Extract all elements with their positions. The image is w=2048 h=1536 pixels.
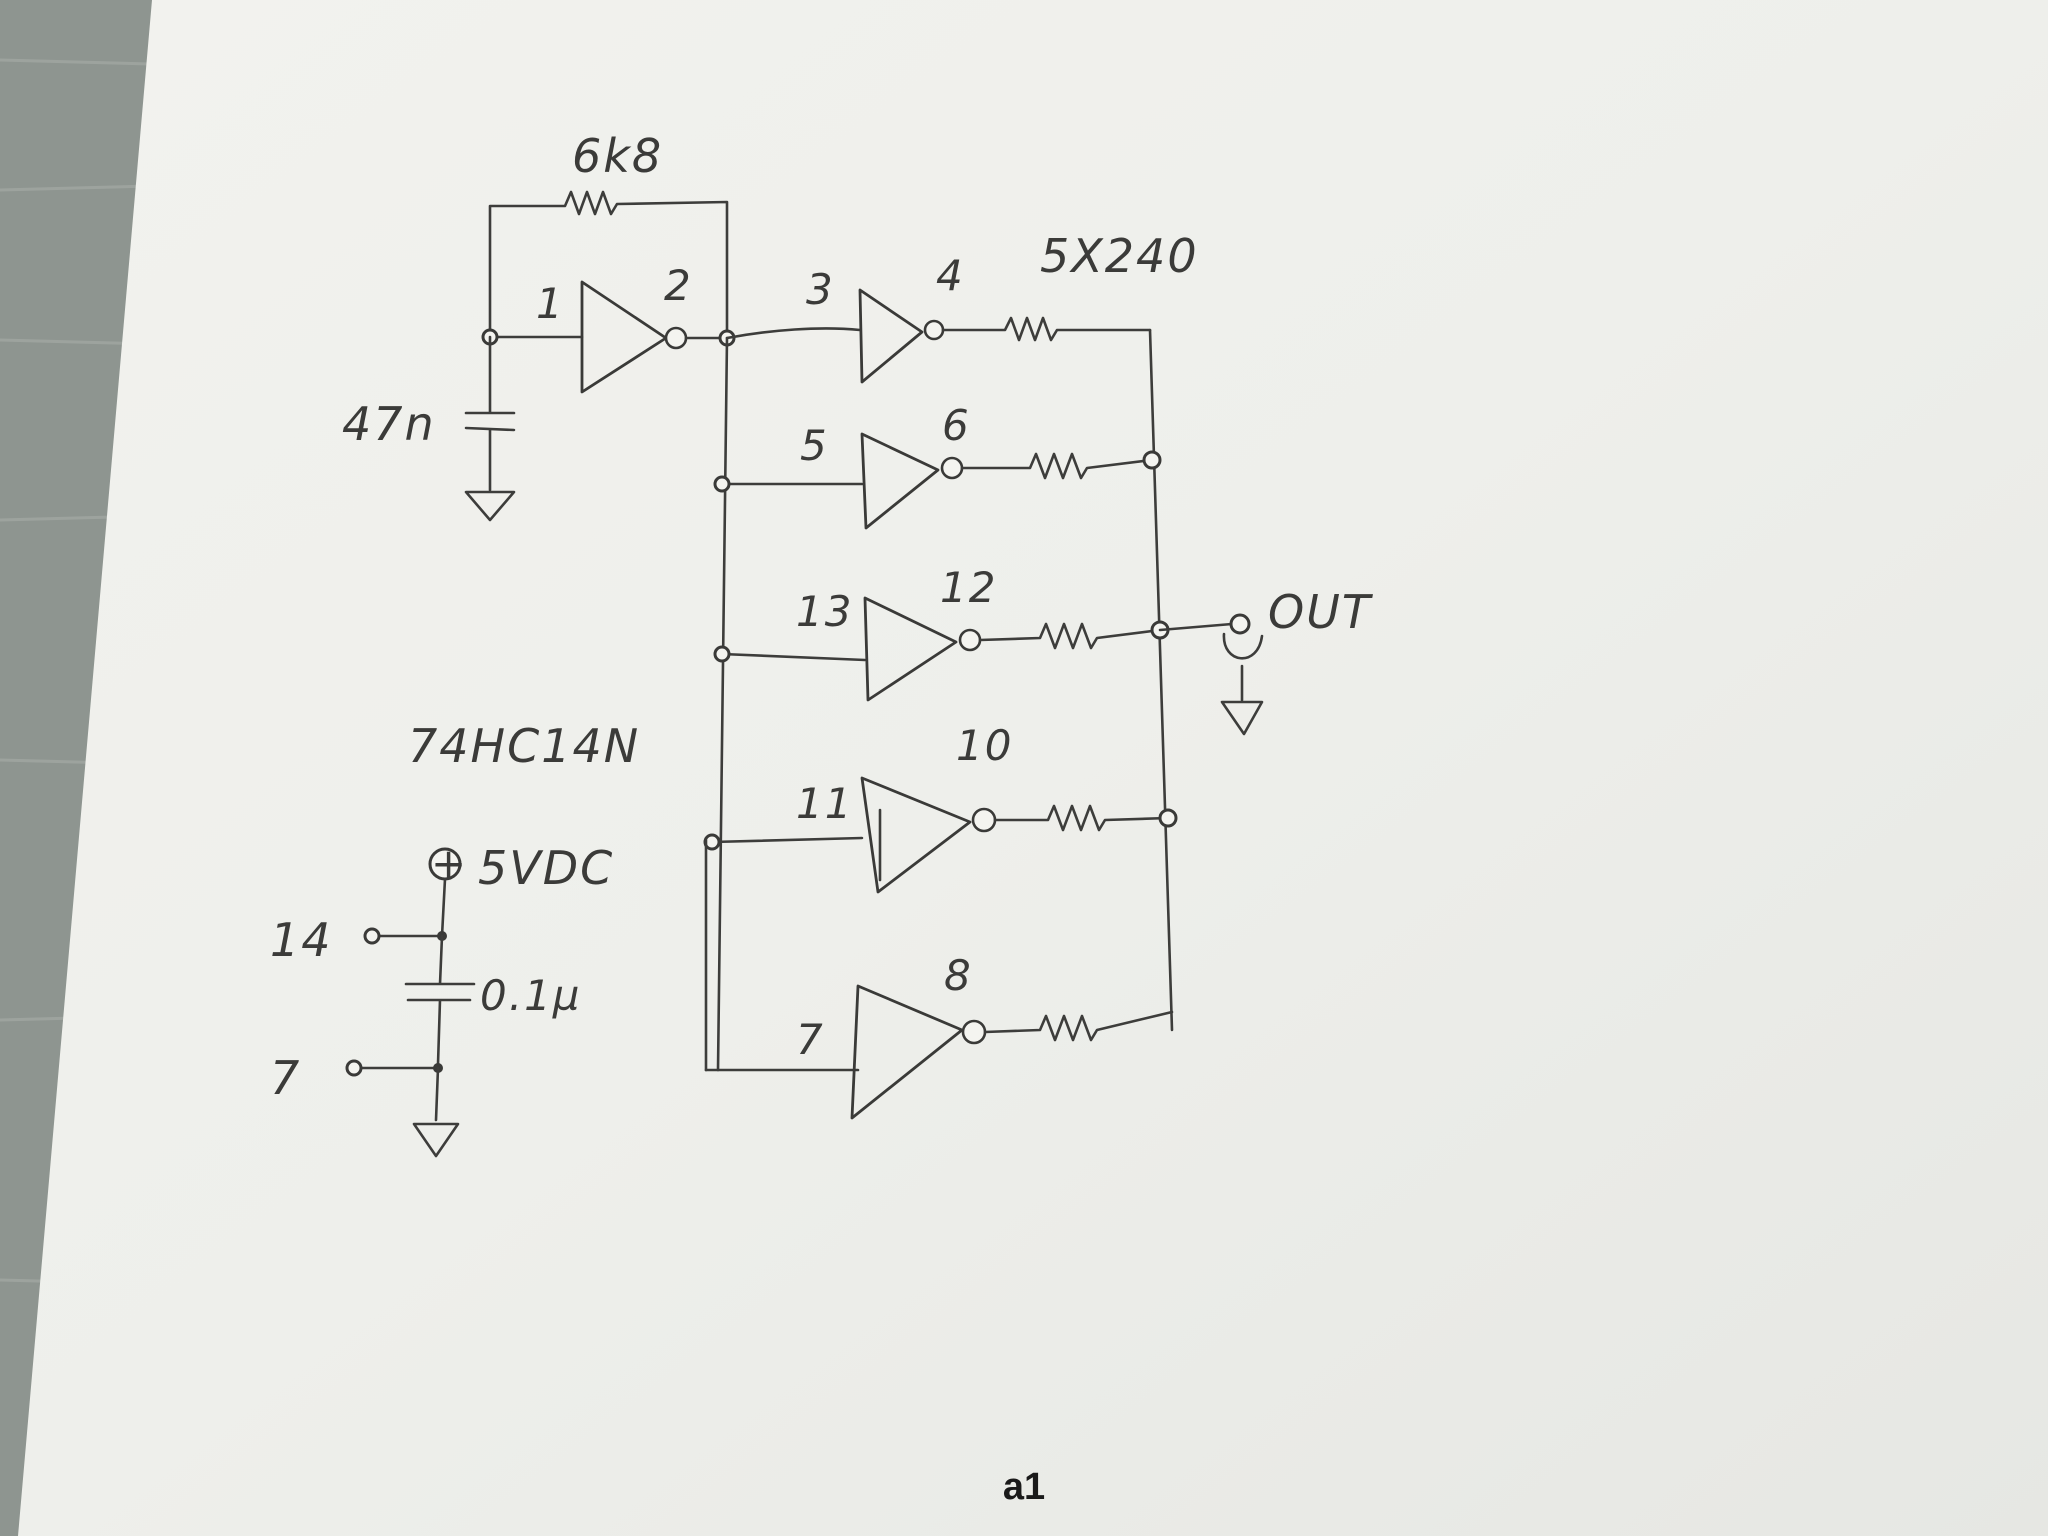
pin-number: 13: [796, 587, 853, 636]
pin-number: 8: [944, 951, 973, 1000]
ground-symbol: [464, 490, 516, 522]
pin-number: 3: [806, 265, 835, 314]
output-bus: [1148, 328, 1174, 1032]
output-resistor-label: 5X240: [1040, 229, 1199, 283]
output-label: OUT: [1268, 585, 1374, 639]
inverter-5-6: [860, 432, 940, 530]
pin-number: 5: [800, 421, 829, 470]
pin-number: 1: [536, 279, 565, 328]
pin-number: 4: [936, 251, 965, 300]
timing-cap-wire: [464, 335, 516, 492]
gnd-pin-label: 7: [270, 1051, 301, 1105]
resistor: [978, 622, 1162, 650]
resistor: [993, 804, 1170, 832]
output-wire: [1158, 622, 1234, 632]
feedback-wire: [488, 190, 729, 344]
supply-voltage-label: 5VDC: [478, 841, 614, 895]
ground-symbol: [412, 1122, 460, 1158]
inverter-7-8: [850, 984, 964, 1120]
inverter-11-10: [860, 776, 972, 894]
inverter-bubble: [664, 326, 688, 350]
inverter-3-4: [858, 288, 924, 384]
pin-number: 2: [664, 261, 693, 310]
inverter-13-12: [863, 596, 958, 702]
oscillator-section: [464, 190, 736, 522]
power-section: [345, 847, 476, 1158]
timing-cap-label: 47n: [342, 397, 436, 451]
resistor: [983, 1010, 1174, 1042]
pin-number: 6: [942, 401, 971, 450]
decoupling-cap-label: 0.1µ: [480, 971, 582, 1020]
resistor: [941, 316, 1152, 342]
vcc-pin-label: 14: [270, 913, 333, 967]
figure-caption: a1: [1002, 1466, 1046, 1508]
resistor: [960, 452, 1154, 480]
pin-number: 11: [796, 779, 853, 828]
ground-symbol: [1220, 700, 1264, 736]
output-shield: [1222, 632, 1264, 702]
inverter-1-2: [580, 280, 668, 394]
feedback-resistor-label: 6k8: [572, 129, 663, 183]
output-terminal: [1229, 613, 1251, 635]
pin-number: 10: [956, 721, 1013, 770]
supply-plus-symbol: +: [431, 839, 468, 888]
pin-number: 12: [940, 563, 997, 612]
pin-number: 7: [796, 1015, 825, 1064]
chip-label: 74HC14N: [408, 719, 640, 773]
input-bus: [716, 336, 729, 1072]
buffer-inverters: [703, 288, 1264, 1120]
paper-sheet: [18, 0, 2048, 1536]
